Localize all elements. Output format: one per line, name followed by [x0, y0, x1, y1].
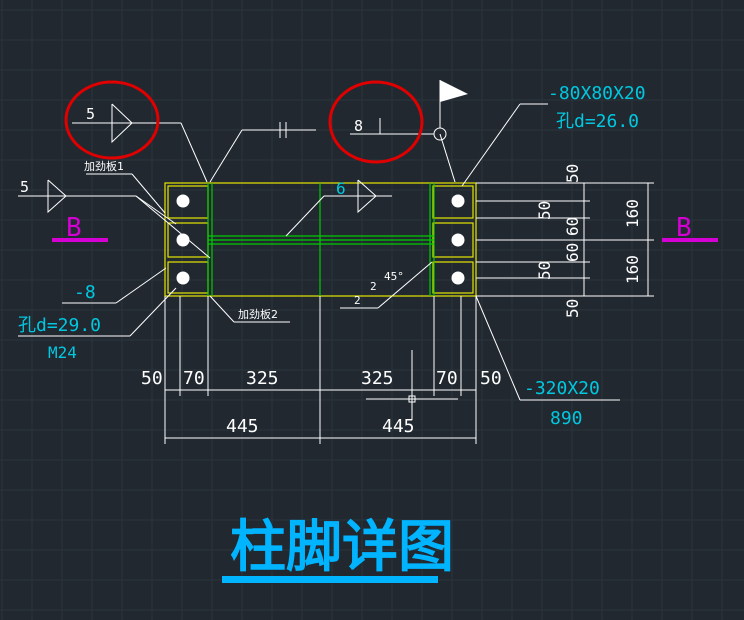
section-label-right: B	[676, 213, 692, 243]
stiffener-label-2: 加劲板2	[238, 307, 278, 321]
chamfer-label-b: 2	[354, 294, 361, 307]
highlight-circles	[64, 80, 424, 164]
drawing-title: 柱脚详图	[230, 515, 454, 580]
dim-text: 50	[535, 261, 554, 280]
bolt-hole	[451, 271, 465, 285]
section-markers	[52, 238, 718, 242]
weld-size-right: 8	[354, 117, 363, 135]
plate-thickness: -8	[74, 282, 96, 303]
dim-text: 70	[436, 368, 458, 389]
dim-text: 160	[623, 255, 642, 284]
stiffener-plates	[207, 183, 435, 296]
base-plate-spec: -320X20	[524, 378, 600, 399]
dim-text: 325	[361, 368, 394, 389]
dim-text: 50	[563, 299, 582, 318]
stiffener-label-1: 加劲板1	[84, 159, 124, 173]
anchor-bolts	[176, 194, 465, 285]
weld-size-left: 5	[86, 105, 95, 123]
weld-size-center: 6	[336, 179, 346, 198]
chamfer-label-a: 2	[370, 280, 377, 293]
title-underline	[222, 576, 438, 583]
angle-label: 45°	[384, 270, 404, 283]
bolt-hole	[451, 194, 465, 208]
dim-text: 50	[563, 164, 582, 183]
hole-dia-left: 孔d=29.0	[18, 315, 101, 336]
dim-text: 445	[226, 416, 259, 437]
dim-text: 160	[623, 199, 642, 228]
dim-text: 60	[563, 243, 582, 262]
base-plate-length: 890	[550, 408, 583, 429]
bolt-hole	[176, 271, 190, 285]
highlight-circle	[64, 80, 160, 160]
dim-text: 70	[183, 368, 205, 389]
dimension-lines	[164, 182, 654, 444]
leader-lines	[18, 80, 620, 420]
washer-spec: -80X80X20	[548, 83, 646, 104]
dim-text: 445	[382, 416, 415, 437]
bottom-dimensions: 50 70 325 325 70 50 445 445	[141, 368, 502, 437]
bolt-size: M24	[48, 343, 77, 362]
field-weld-flag-icon	[440, 80, 468, 102]
weld-size-left-lower: 5	[20, 178, 29, 196]
bolt-hole	[176, 194, 190, 208]
dim-text: 325	[246, 368, 279, 389]
dim-text: 60	[563, 217, 582, 236]
dim-text: 50	[141, 368, 163, 389]
hole-dia-right: 孔d=26.0	[556, 111, 639, 132]
annotations: 5 5 8 6 加劲板1 加劲板2 B B -8 孔d=29.0 M24 -80…	[18, 83, 692, 429]
right-dimensions: 50 50 60 60 50 50 160 160	[535, 164, 642, 318]
bolt-hole	[451, 233, 465, 247]
highlight-circle	[328, 80, 424, 164]
section-label-left: B	[66, 213, 82, 243]
dim-text: 50	[535, 201, 554, 220]
dim-text: 50	[480, 368, 502, 389]
